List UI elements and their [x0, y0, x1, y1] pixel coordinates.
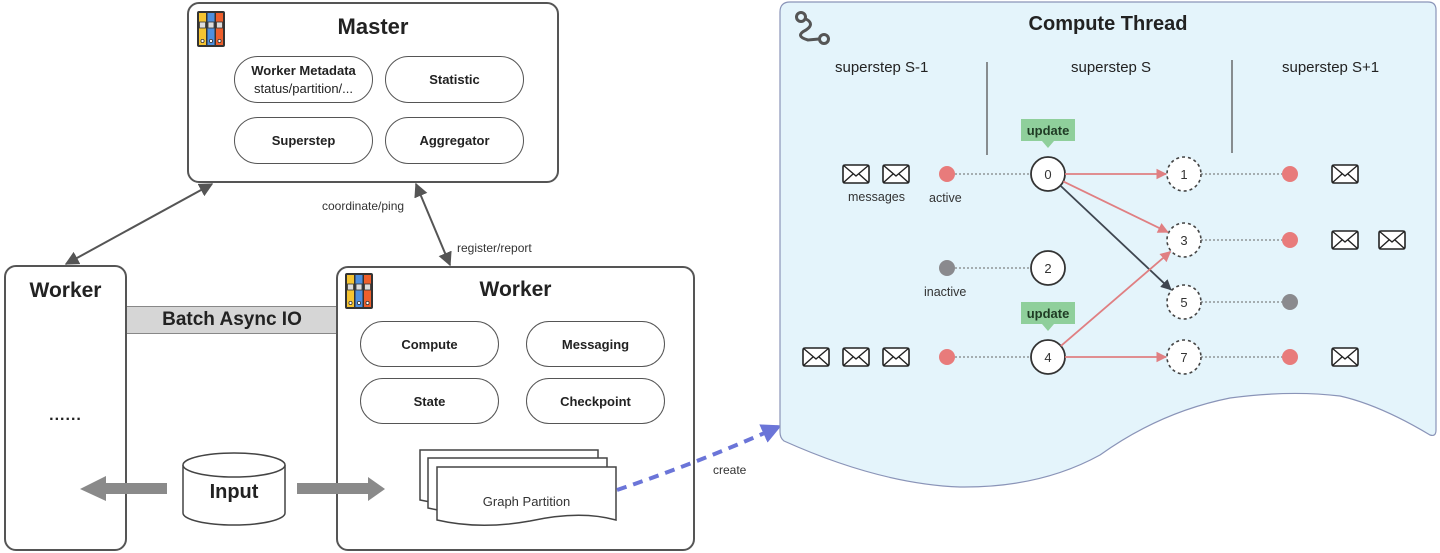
compute-thread-title: Compute Thread	[1028, 13, 1188, 35]
vertex-label: 5	[1180, 295, 1187, 310]
checkpoint-label: Checkpoint	[560, 393, 631, 409]
superstep-component: Superstep	[234, 117, 373, 164]
checkpoint-component: Checkpoint	[526, 378, 665, 424]
inactive-state-dot	[1282, 294, 1298, 310]
worker-metadata-sub: status/partition/...	[254, 81, 353, 96]
statistic-component: Statistic	[385, 56, 524, 103]
envelope-icon-flap	[1331, 230, 1359, 250]
envelope-icon	[1331, 347, 1359, 367]
route-icon	[795, 11, 830, 45]
compute-component: Compute	[360, 321, 499, 367]
graph-partition-stack	[419, 449, 617, 526]
vertex-label: 0	[1044, 167, 1051, 182]
superstep-prev-label: superstep S-1	[835, 59, 929, 76]
input-label: Input	[209, 481, 259, 503]
vertex-label: 7	[1180, 350, 1187, 365]
envelope-icon-flap	[882, 164, 910, 184]
worker-right-title: Worker	[479, 278, 552, 301]
envelope-icon	[1378, 230, 1406, 250]
messaging-label: Messaging	[561, 336, 630, 352]
worker-metadata-component: Worker Metadata status/partition/...	[234, 56, 373, 103]
envelope-icon-flap	[842, 347, 870, 367]
input-to-left-worker-arrow	[80, 476, 167, 501]
vertex-label: 1	[1180, 167, 1187, 182]
update-label: update	[1027, 306, 1070, 321]
active-label: active	[929, 191, 962, 205]
envelope-icon	[1331, 230, 1359, 250]
batch-async-io-label: Batch Async IO	[162, 309, 302, 330]
vertex-edge-0-5	[1059, 184, 1172, 291]
worker-left-ellipsis: ......	[49, 407, 82, 424]
active-state-dot	[939, 166, 955, 182]
envelope-icon-flap	[1331, 347, 1359, 367]
active-state-dot	[1282, 166, 1298, 182]
envelope-icon	[802, 347, 830, 367]
superstep-label: Superstep	[271, 133, 336, 148]
vertex-2	[1030, 250, 1066, 286]
state-component: State	[360, 378, 499, 424]
aggregator-component: Aggregator	[385, 117, 524, 164]
inactive-state-dot	[939, 260, 955, 276]
envelope-icon-flap	[1378, 230, 1406, 250]
aggregator-label: Aggregator	[419, 133, 490, 148]
update-label: update	[1027, 123, 1070, 138]
vertex-label: 2	[1044, 261, 1051, 276]
active-state-dot	[939, 349, 955, 365]
master-title: Master	[337, 14, 409, 39]
master-worker-right-edge	[414, 182, 452, 267]
worker-left-title: Worker	[29, 279, 102, 302]
superstep-current-label: superstep S	[1071, 59, 1152, 76]
vertex-label: 3	[1180, 233, 1187, 248]
active-state-dot	[1282, 349, 1298, 365]
update-badge-pointer	[1042, 141, 1054, 148]
envelope-icon-flap	[842, 164, 870, 184]
binders-icon	[345, 273, 373, 309]
create-label: create	[713, 463, 747, 477]
messages-label: messages	[848, 190, 905, 204]
envelope-icon	[842, 347, 870, 367]
binders-icon	[197, 11, 225, 47]
master-worker-left-edge	[64, 183, 214, 265]
messaging-component: Messaging	[526, 321, 665, 367]
update-badge-pointer	[1042, 324, 1054, 331]
vertex-label: 4	[1044, 350, 1051, 365]
update-badge	[1021, 302, 1075, 324]
batch-async-io-bar: Batch Async IO	[127, 306, 337, 334]
vertex-edge-0-3	[1062, 180, 1169, 233]
superstep-next-label: superstep S+1	[1282, 59, 1380, 76]
statistic-label: Statistic	[429, 72, 480, 87]
envelope-icon	[1331, 164, 1359, 184]
envelope-icon-flap	[802, 347, 830, 367]
master-node: Master Worker Metadata status/partition/…	[187, 2, 559, 183]
envelope-icon-flap	[1331, 164, 1359, 184]
envelope-icon	[882, 164, 910, 184]
envelope-icon-flap	[882, 347, 910, 367]
worker-left-node: Worker ......	[4, 265, 127, 551]
vertex-edge-4-3	[1060, 251, 1172, 347]
graph-partition-label: Graph Partition	[482, 494, 571, 509]
update-badge	[1021, 119, 1075, 141]
input-to-right-worker-arrow	[297, 477, 385, 501]
create-edge	[616, 424, 782, 492]
envelope-icon	[882, 347, 910, 367]
active-state-dot	[1282, 232, 1298, 248]
state-label: State	[413, 393, 446, 409]
register-report-label: register/report	[457, 241, 532, 255]
inactive-label: inactive	[924, 285, 967, 299]
worker-metadata-label: Worker Metadata	[251, 63, 356, 78]
coordinate-ping-label: coordinate/ping	[322, 199, 405, 213]
envelope-icon	[842, 164, 870, 184]
compute-label: Compute	[401, 336, 458, 352]
input-cylinder	[182, 452, 286, 526]
